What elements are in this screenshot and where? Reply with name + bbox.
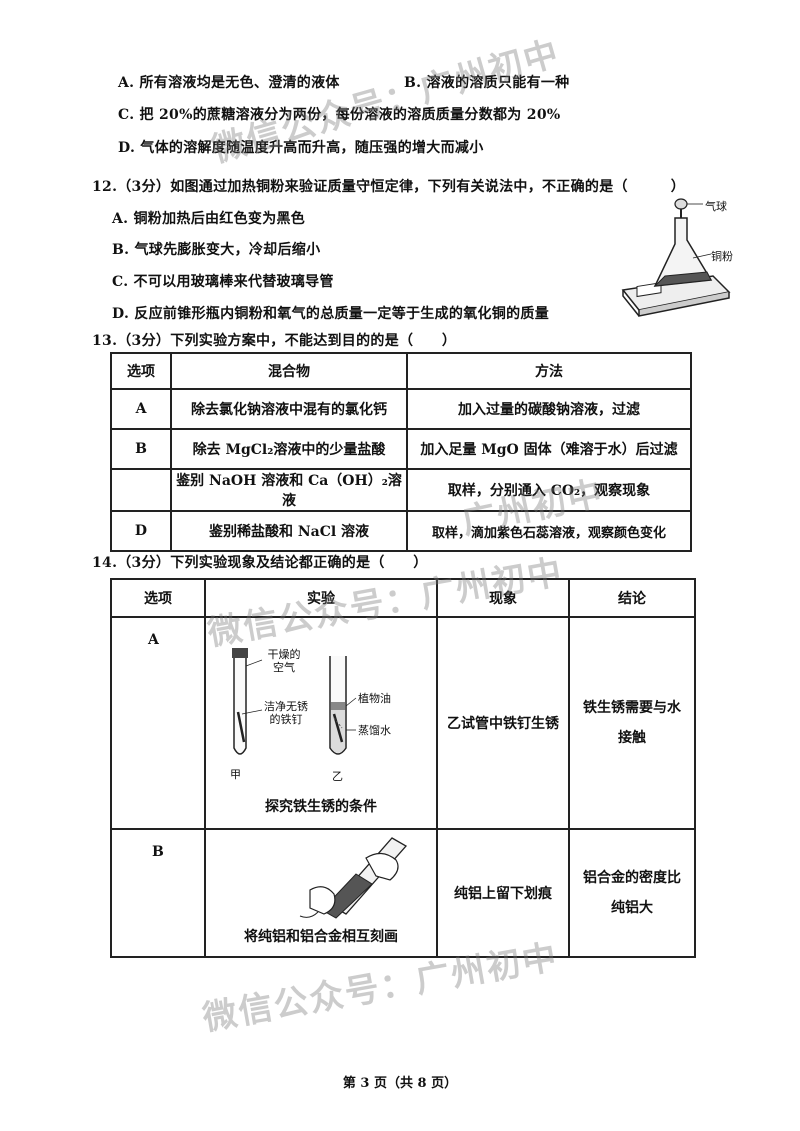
header-mixture: 混合物 [170, 352, 408, 390]
table-row: A 除去氯化钠溶液中混有的氯化钙 加入过量的碳酸钠溶液，过滤 [110, 388, 692, 430]
label-clean-nail: 洁净无锈的铁钉 [264, 700, 308, 726]
label-balloon: 气球 [705, 200, 727, 213]
page-footer: 第 3 页（共 8 页） [342, 1076, 458, 1091]
header-experiment: 实验 [204, 578, 438, 618]
q14-table: 选项 实验 现象 结论 A [110, 578, 696, 958]
row-mixture: 除去 MgCl₂溶液中的少量盐酸 [170, 428, 408, 470]
table-row: D 鉴别稀盐酸和 NaCl 溶液 取样，滴加紫色石蕊溶液，观察颜色变化 [110, 510, 692, 552]
row-option: B [110, 428, 172, 470]
caption-rust-condition: 探究铁生锈的条件 [265, 799, 377, 815]
q12-option-c: C. 不可以用玻璃棒来代替玻璃导管 [112, 274, 334, 290]
conclusion-line-2: 纯铝大 [611, 900, 653, 916]
conclusion-line-1: 铝合金的密度比 [583, 870, 681, 886]
row-mixture: 鉴别 NaOH 溶液和 Ca（OH）₂溶液 [170, 468, 408, 512]
row-mixture: 除去氯化钠溶液中混有的氯化钙 [170, 388, 408, 430]
row-b-experiment: 将纯铝和铝合金相互刻画 [204, 828, 438, 958]
table-row: B 除去 MgCl₂溶液中的少量盐酸 加入足量 MgO 固体（难溶于水）后过滤 [110, 428, 692, 470]
label-vegetable-oil: 植物油 [358, 692, 391, 705]
label-tube-jia: 甲 [230, 768, 241, 781]
header-option: 选项 [110, 352, 172, 390]
caption-scratch-test: 将纯铝和铝合金相互刻画 [244, 929, 398, 945]
row-b-option: B [110, 828, 206, 958]
q14-stem: 14.（3分）下列实验现象及结论都正确的是（ ） [92, 555, 428, 571]
q12-stem: 12.（3分）如图通过加热铜粉来验证质量守恒定律，下列有关说法中，不正确的是（ … [92, 179, 685, 195]
row-method: 取样，滴加紫色石蕊溶液，观察颜色变化 [406, 510, 692, 552]
row-b-phenomenon: 纯铝上留下划痕 [436, 828, 570, 958]
q12-option-d: D. 反应前锥形瓶内铜粉和氧气的总质量一定等于生成的氧化铜的质量 [112, 306, 549, 322]
q12-option-b: B. 气球先膨胀变大，冷却后缩小 [112, 242, 321, 258]
row-method: 加入足量 MgO 固体（难溶于水）后过滤 [406, 428, 692, 470]
conclusion-line-2: 接触 [618, 730, 646, 746]
row-mixture: 鉴别稀盐酸和 NaCl 溶液 [170, 510, 408, 552]
label-tube-yi: 乙 [332, 770, 343, 783]
table-row: A [110, 616, 696, 830]
q11-option-d: D. 气体的溶解度随温度升高而升高，随压强的增大而减小 [118, 140, 484, 156]
row-a-conclusion: 铁生锈需要与水 接触 [568, 616, 696, 830]
q11-option-c: C. 把 20%的蔗糖溶液分为两份，每份溶液的溶质质量分数都为 20% [118, 107, 561, 123]
row-a-option: A [110, 616, 206, 830]
row-a-experiment: 干燥的空气 洁净无锈的铁钉 植物油 蒸馏水 甲 乙 探究铁生锈的条件 [204, 616, 438, 830]
table-row: 鉴别 NaOH 溶液和 Ca（OH）₂溶液 取样，分别通入 CO₂，观察现象 [110, 468, 692, 512]
row-b-conclusion: 铝合金的密度比 纯铝大 [568, 828, 696, 958]
label-distilled-water: 蒸馏水 [358, 724, 391, 737]
row-option: D [110, 510, 172, 552]
table-header-row: 选项 实验 现象 结论 [110, 578, 696, 618]
balance-flask-illustration [621, 198, 731, 317]
table-header-row: 选项 混合物 方法 [110, 352, 692, 390]
header-phenomenon: 现象 [436, 578, 570, 618]
row-option [110, 468, 172, 512]
row-method: 取样，分别通入 CO₂，观察现象 [406, 468, 692, 512]
q11-option-b: B. 溶液的溶质只能有一种 [404, 75, 570, 91]
q11-option-a: A. 所有溶液均是无色、澄清的液体 [118, 75, 340, 91]
q13-table: 选项 混合物 方法 A 除去氯化钠溶液中混有的氯化钙 加入过量的碳酸钠溶液，过滤… [110, 352, 692, 552]
q13-stem: 13.（3分）下列实验方案中，不能达到目的的是（ ） [92, 333, 457, 349]
row-method: 加入过量的碳酸钠溶液，过滤 [406, 388, 692, 430]
label-copper-powder: 铜粉 [711, 250, 733, 263]
conclusion-line-1: 铁生锈需要与水 [583, 700, 681, 716]
table-row: B 将纯铝和铝合金相互刻画 纯铝上留下划痕 铝合金的密度比 纯铝大 [110, 828, 696, 958]
q12-figure: 气球 铜粉 [615, 198, 735, 324]
scratching-hands-illustration [299, 837, 408, 919]
header-conclusion: 结论 [568, 578, 696, 618]
test-tubes-illustration [232, 648, 357, 755]
q12-option-a: A. 铜粉加热后由红色变为黑色 [112, 211, 306, 227]
header-option: 选项 [110, 578, 206, 618]
header-method: 方法 [406, 352, 692, 390]
row-option: A [110, 388, 172, 430]
row-a-phenomenon: 乙试管中铁钉生锈 [436, 616, 570, 830]
label-dry-air: 干燥的空气 [267, 648, 301, 674]
